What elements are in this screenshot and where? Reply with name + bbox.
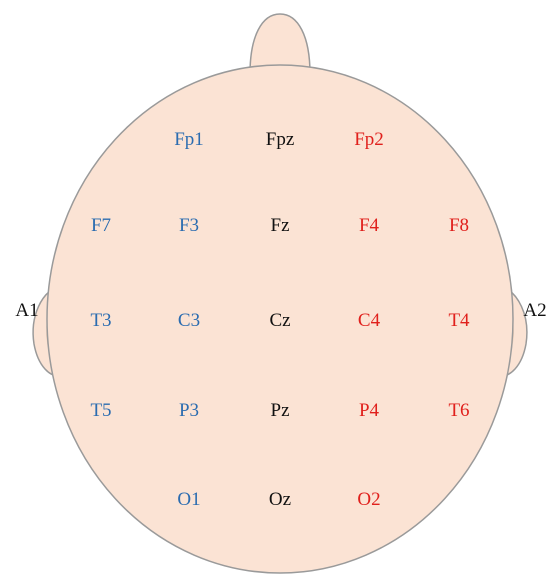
electrode-f8: F8	[448, 215, 470, 236]
electrode-f7: F7	[90, 215, 112, 236]
electrode-fpz: Fpz	[265, 129, 295, 150]
electrode-pz: Pz	[270, 400, 290, 421]
electrode-f4: F4	[358, 215, 380, 236]
electrode-p4: P4	[358, 400, 380, 421]
electrode-fz: Fz	[270, 215, 290, 236]
electrode-fp2: Fp2	[354, 129, 384, 150]
electrode-c3: C3	[177, 310, 201, 331]
head-outline	[46, 64, 514, 574]
nose	[249, 13, 311, 75]
electrode-t4: T4	[448, 310, 470, 331]
electrode-cz: Cz	[269, 310, 291, 331]
electrode-t3: T3	[90, 310, 112, 331]
electrode-oz: Oz	[268, 489, 292, 510]
electrode-o1: O1	[177, 489, 201, 510]
electrode-c4: C4	[357, 310, 381, 331]
electrode-p3: P3	[178, 400, 200, 421]
electrode-t6: T6	[448, 400, 470, 421]
electrode-o2: O2	[357, 489, 381, 510]
electrode-f3: F3	[178, 215, 200, 236]
electrode-fp1: Fp1	[174, 129, 204, 150]
ear-label-right: A2	[523, 300, 547, 321]
ear-label-left: A1	[15, 300, 39, 321]
electrode-t5: T5	[90, 400, 112, 421]
